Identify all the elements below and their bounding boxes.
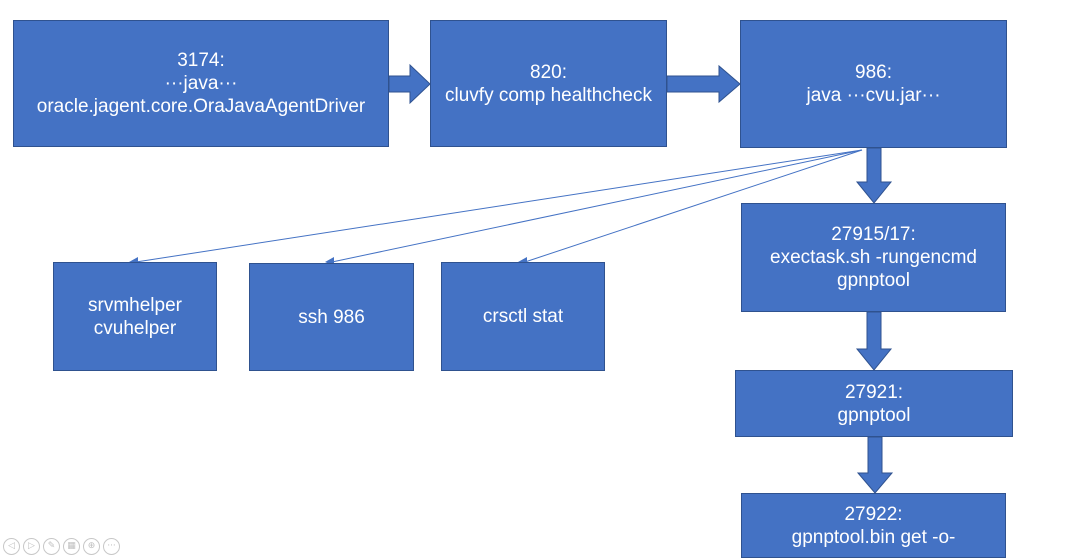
node-3174-line-3: oracle.jagent.core.OraJavaAgentDriver <box>36 96 366 117</box>
node-986-line-2: java ···cvu.jar··· <box>806 85 941 106</box>
slides-grid-icon[interactable]: ▦ <box>63 538 80 555</box>
block-arrow-27921-to-27922 <box>856 436 894 494</box>
node-3174: 3174: ···java··· oracle.jagent.core.OraJ… <box>13 20 389 147</box>
node-986: 986: java ···cvu.jar··· <box>740 20 1007 148</box>
node-27921-line-2: gpnptool <box>837 404 911 426</box>
node-27915: 27915/17: exectask.sh -rungencmd gpnptoo… <box>741 203 1006 312</box>
node-27921: 27921: gpnptool <box>735 370 1013 437</box>
node-986-line-1: 986: <box>855 62 892 83</box>
more-options-icon[interactable]: ··· <box>103 538 120 555</box>
node-27915-line-2: exectask.sh -rungencmd <box>770 247 977 268</box>
block-arrow-986-to-27915 <box>855 147 893 204</box>
node-crsctl-line-1: crsctl stat <box>482 306 564 327</box>
connector-986-to-srvmhelper <box>135 149 863 263</box>
node-3174-line-2: ···java··· <box>164 73 238 94</box>
node-3174-line-1: 3174: <box>177 50 225 71</box>
zoom-icon[interactable]: ⊕ <box>83 538 100 555</box>
node-crsctl: crsctl stat <box>441 262 605 371</box>
node-820-line-2: cluvfy comp healthcheck <box>445 84 652 106</box>
node-27922-line-2: gpnptool.bin get -o- <box>791 526 956 548</box>
node-srvmhelper: srvmhelper cvuhelper <box>53 262 217 371</box>
connector-986-to-ssh <box>331 149 863 263</box>
previous-slide-icon[interactable]: ◁ <box>3 538 20 555</box>
node-srvmhelper-line-1: srvmhelper <box>88 294 182 316</box>
pen-icon[interactable]: ✎ <box>43 538 60 555</box>
block-arrow-820-to-986 <box>666 64 741 104</box>
node-27915-line-3: gpnptool <box>837 270 910 291</box>
next-slide-icon[interactable]: ▷ <box>23 538 40 555</box>
block-arrow-3174-to-820 <box>388 63 431 105</box>
node-ssh-line-1: ssh 986 <box>298 306 365 328</box>
node-27922-line-1: 27922: <box>844 503 903 525</box>
slideshow-toolbar: ◁ ▷ ✎ ▦ ⊕ ··· <box>3 538 120 555</box>
node-ssh: ssh 986 <box>249 263 414 371</box>
node-820: 820: cluvfy comp healthcheck <box>430 20 667 147</box>
block-arrow-27915-to-27921 <box>855 311 893 371</box>
node-27921-line-1: 27921: <box>844 381 904 403</box>
node-27915-line-1: 27915/17: <box>831 224 916 245</box>
connector-986-to-crsctl <box>524 149 863 263</box>
node-820-line-1: 820: <box>530 61 567 83</box>
node-27922: 27922: gpnptool.bin get -o- <box>741 493 1006 558</box>
node-srvmhelper-line-2: cvuhelper <box>93 317 177 339</box>
